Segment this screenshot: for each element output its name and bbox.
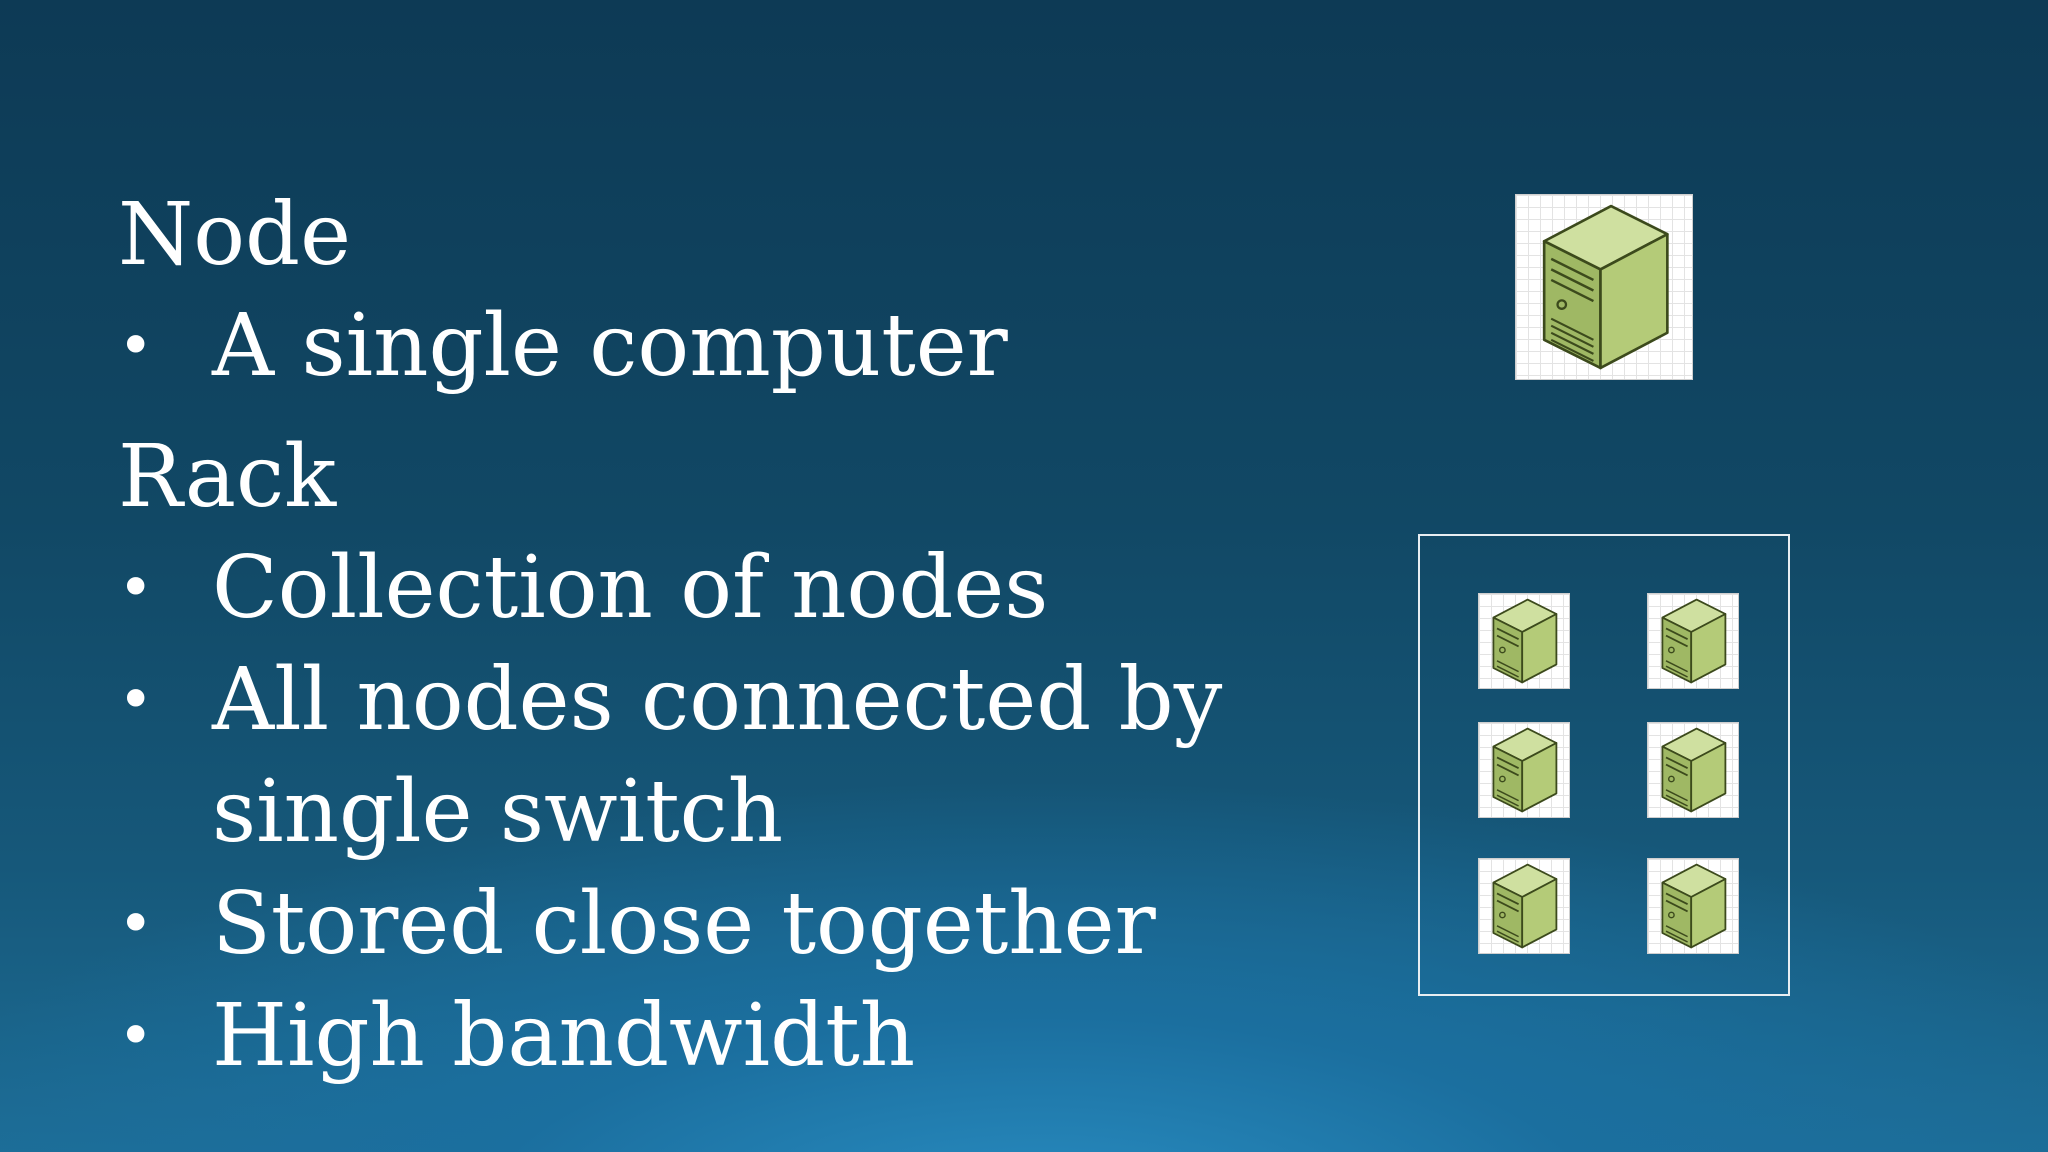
bullet-text: High bandwidth [212, 986, 916, 1086]
rack-frame [1418, 534, 1790, 996]
bullet-marker: • [118, 889, 154, 959]
rack-server-icon [1647, 593, 1739, 689]
server-icon [1492, 863, 1558, 949]
server-icon [1492, 727, 1558, 813]
server-icon [1492, 598, 1558, 684]
rack-server-icon [1478, 858, 1570, 954]
node-server-icon [1515, 194, 1693, 380]
rack-server-icon [1478, 722, 1570, 818]
node-heading: Node [118, 185, 351, 285]
bullet-text: A single computer [212, 296, 1008, 396]
rack-heading: Rack [118, 427, 337, 527]
server-icon [1661, 598, 1727, 684]
rack-server-icon [1478, 593, 1570, 689]
server-icon [1661, 727, 1727, 813]
bullet-text: All nodes connected by [212, 650, 1223, 750]
bullet-marker: • [118, 553, 154, 623]
rack-server-icon [1647, 858, 1739, 954]
server-icon [1542, 204, 1669, 370]
bullet-marker: • [118, 1001, 154, 1071]
bullet-text: Collection of nodes [212, 538, 1049, 638]
bullet-marker: • [118, 665, 154, 735]
server-icon [1661, 863, 1727, 949]
bullet-marker: • [118, 311, 154, 381]
bullet-text: Stored close together [212, 874, 1156, 974]
bullet-text: single switch [212, 762, 784, 862]
rack-server-icon [1647, 722, 1739, 818]
